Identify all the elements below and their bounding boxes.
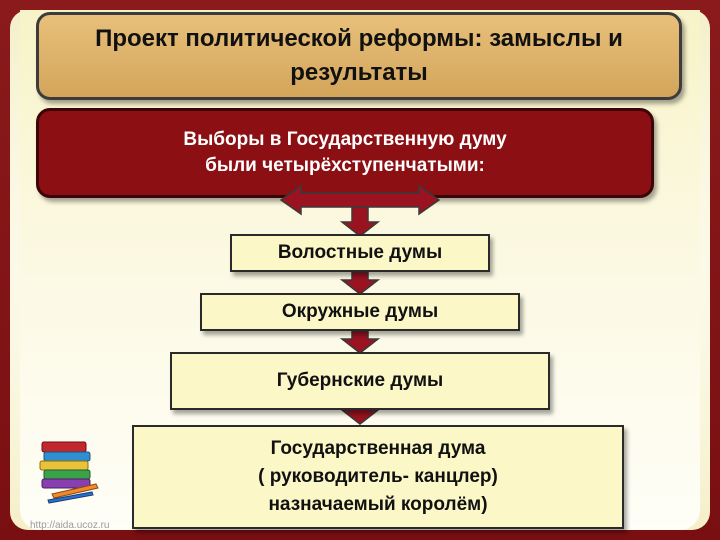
- watermark: http://aida.ucoz.ru: [30, 520, 110, 531]
- down-arrow-icon: [339, 330, 381, 354]
- elections-line-1: Выборы в Государственную думу: [183, 129, 507, 150]
- books-icon: [39, 441, 99, 504]
- down-arrow-icon: [339, 206, 381, 237]
- state-duma-line-3: назначаемый королём): [268, 494, 488, 515]
- state-duma-text: Государственная дума ( руководитель- кан…: [258, 435, 498, 519]
- level-label: Губернские думы: [276, 370, 444, 391]
- elections-line-2: были четырёхступенчатыми:: [205, 155, 485, 176]
- state-duma-line-2: ( руководитель- канцлер): [258, 466, 498, 487]
- page-title: Проект политической реформы: замыслы и р…: [95, 25, 623, 86]
- level-label: Окружные думы: [281, 301, 439, 322]
- double-arrow-icon: [279, 184, 441, 216]
- level-volost: Волостные думы: [230, 234, 490, 272]
- down-arrow-icon: [339, 271, 381, 295]
- level-state-duma: Государственная дума ( руководитель- кан…: [132, 425, 624, 529]
- level-okrug: Окружные думы: [200, 293, 520, 331]
- level-gubernia: Губернские думы: [170, 352, 550, 410]
- state-duma-line-1: Государственная дума: [270, 438, 486, 459]
- elections-text: Выборы в Государственную думу были четыр…: [115, 127, 575, 179]
- level-label: Волостные думы: [277, 242, 443, 263]
- title-box: Проект политической реформы: замыслы и р…: [36, 12, 682, 100]
